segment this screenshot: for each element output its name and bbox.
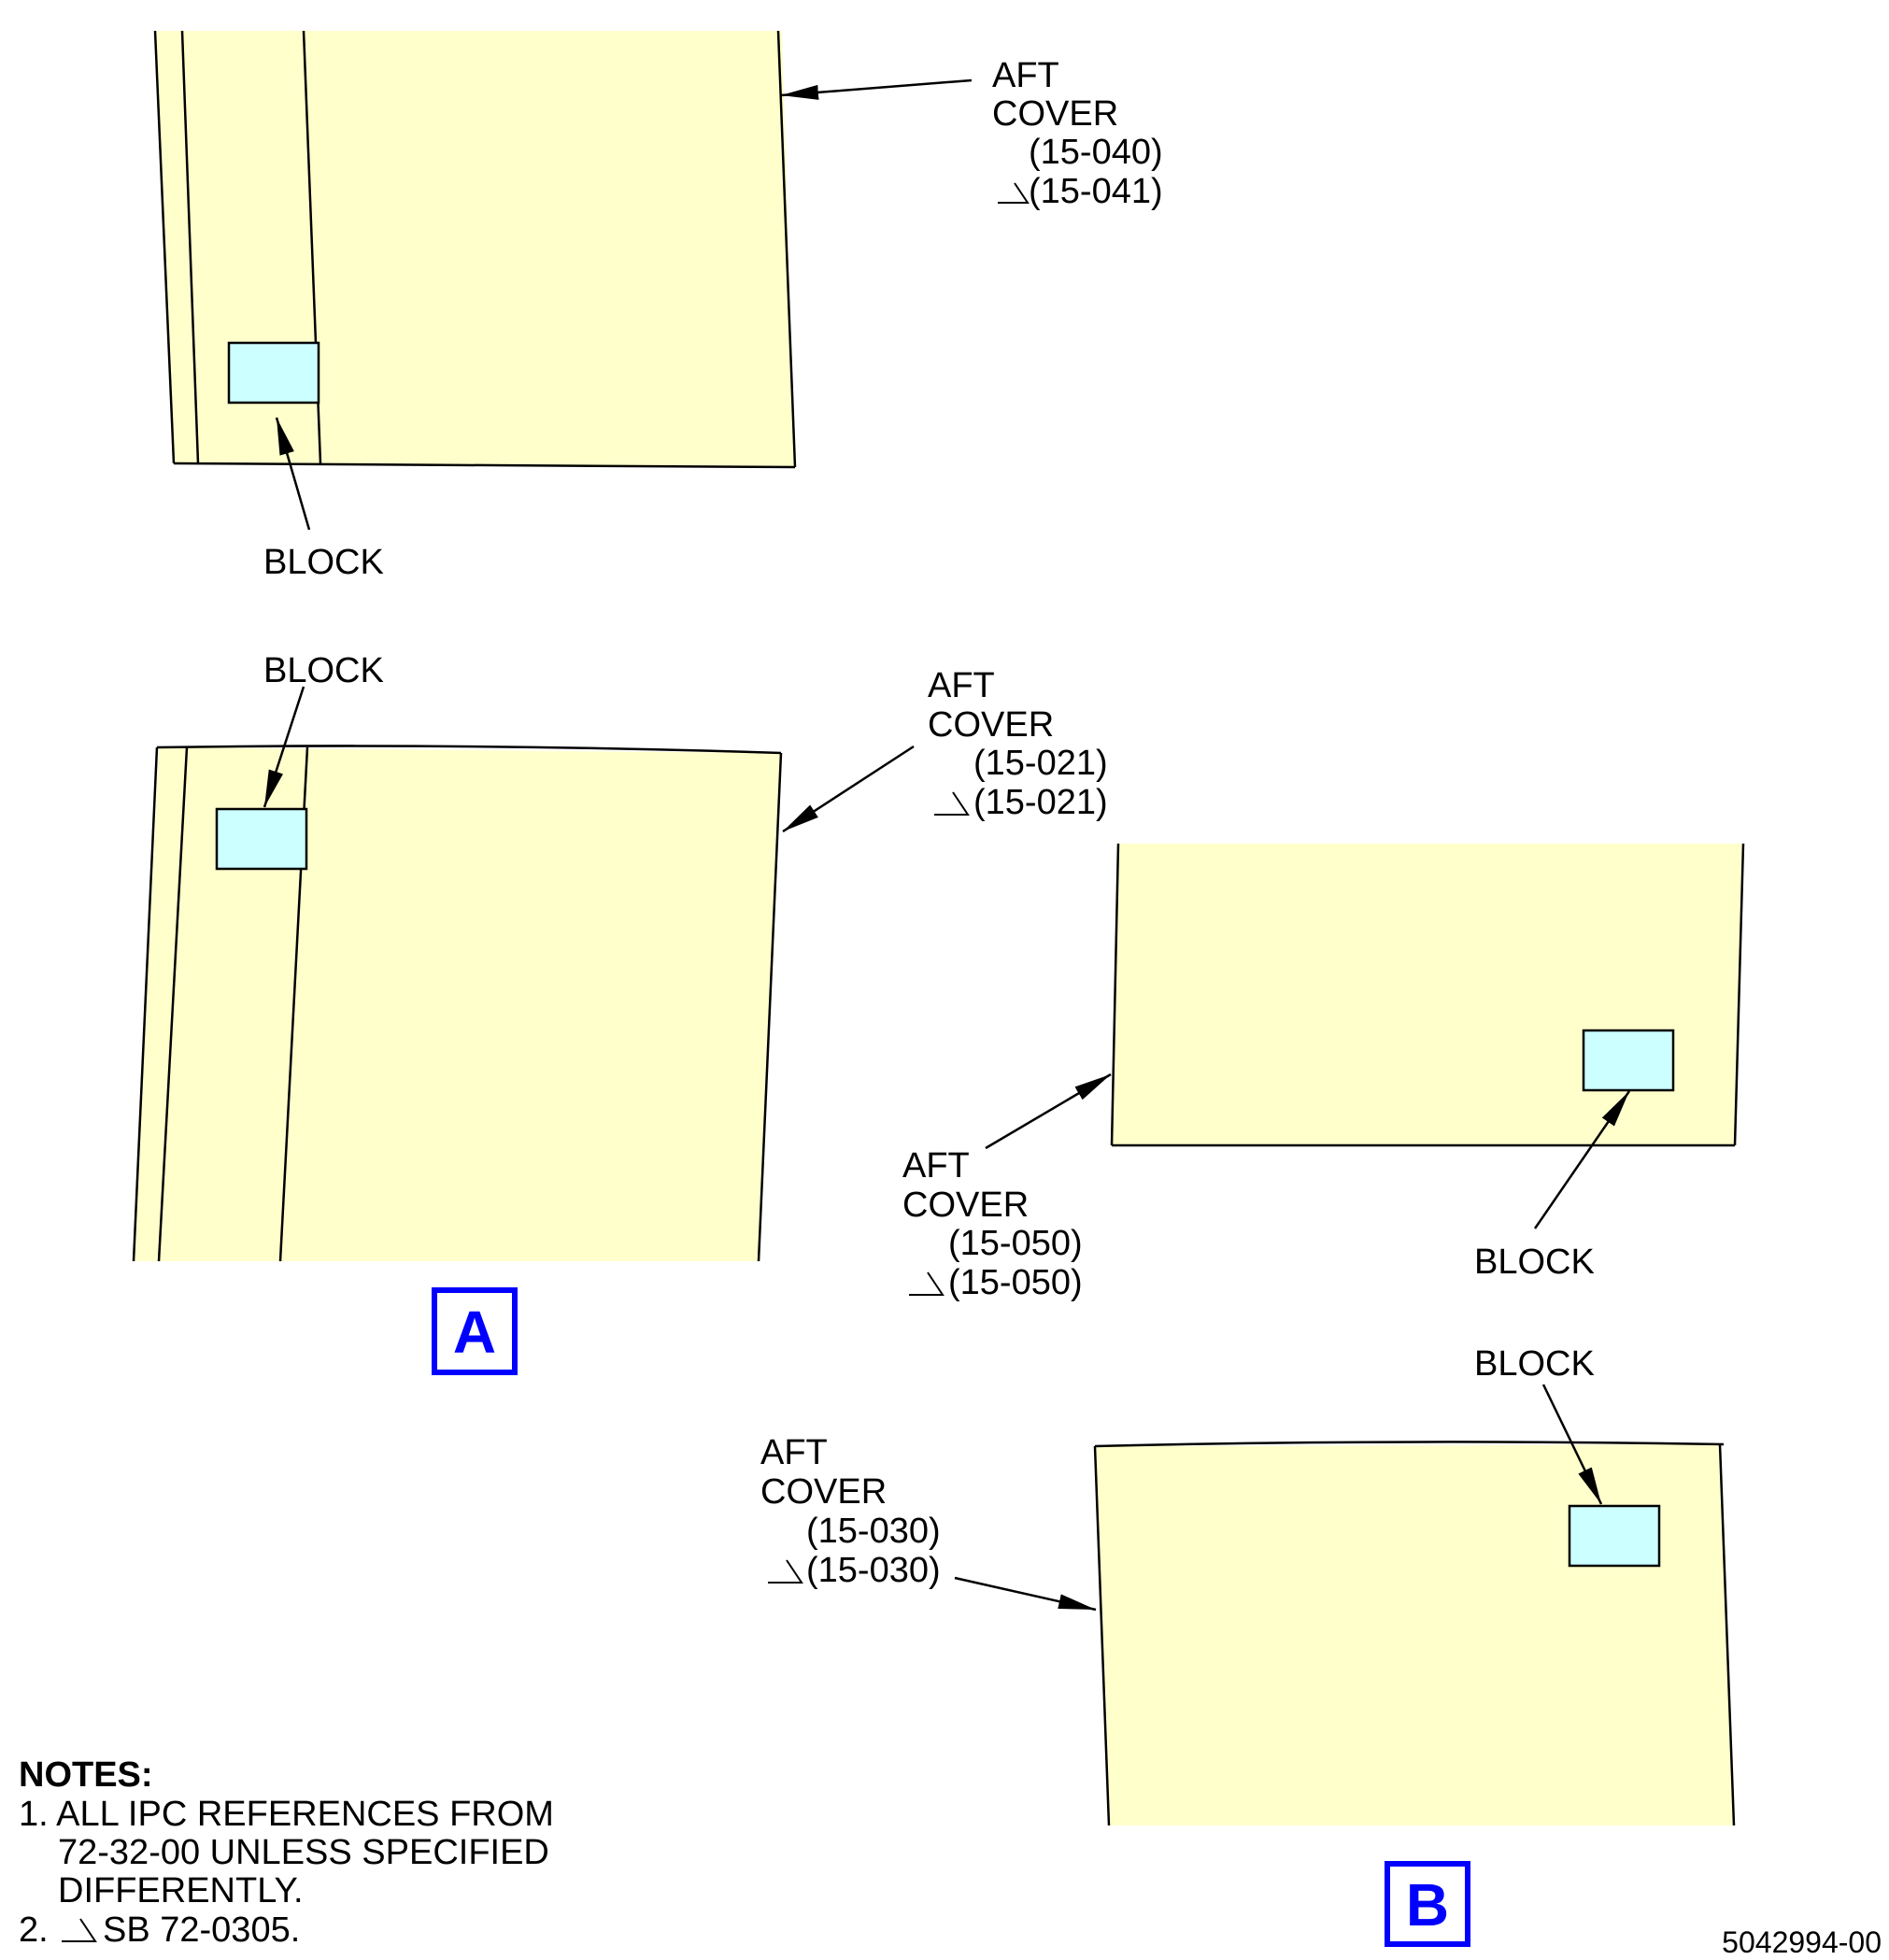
- view-b-block-leader: [1541, 1384, 1603, 1505]
- mid-right-block-label: BLOCK: [1474, 1243, 1595, 1282]
- top-cover-ref2: (15-041): [1029, 172, 1163, 211]
- view-b-aft-cover-panel: [1093, 1441, 1736, 1826]
- view-a-label-box: [432, 1287, 518, 1375]
- view-b-sb-triangle-icon: [768, 1559, 803, 1584]
- view-a-cover-leader: [782, 745, 915, 833]
- view-a-cover-ref2: (15-021): [973, 783, 1108, 822]
- view-b-cover-label-line2: COVER: [760, 1472, 887, 1512]
- view-b-cover-ref1: (15-030): [806, 1512, 941, 1551]
- top-cover-leader: [780, 78, 973, 100]
- top-block: [227, 341, 320, 405]
- mid-right-block: [1582, 1029, 1675, 1092]
- mid-right-cover-label-line2: COVER: [902, 1186, 1029, 1225]
- view-b-block: [1568, 1504, 1661, 1568]
- view-b-label: B: [1406, 1871, 1449, 1939]
- note-2-number: 2.: [19, 1910, 49, 1950]
- view-a-cover-label-line1: AFT: [928, 666, 995, 705]
- top-sb-triangle-icon: [998, 182, 1030, 204]
- view-a-block-leader: [263, 686, 305, 808]
- view-b-cover-ref2: (15-030): [806, 1551, 941, 1590]
- mid-right-aft-cover-panel: [1110, 843, 1745, 1147]
- notes-title: NOTES:: [19, 1755, 153, 1795]
- view-b-block-label: BLOCK: [1474, 1344, 1595, 1384]
- top-cover-label-line1: AFT: [992, 56, 1059, 95]
- note-2-sb-triangle-icon: [62, 1918, 97, 1942]
- mid-right-sb-triangle-icon: [909, 1271, 944, 1296]
- mid-right-cover-label-line1: AFT: [902, 1146, 970, 1186]
- view-a-aft-cover-panel: [132, 745, 783, 1262]
- note-1-line2: 72-32-00 UNLESS SPECIFIED: [58, 1833, 549, 1872]
- view-a-label: A: [453, 1299, 496, 1366]
- mid-right-cover-ref1: (15-050): [948, 1224, 1083, 1263]
- note-1-line3: DIFFERENTLY.: [58, 1871, 304, 1910]
- view-a-sb-triangle-icon: [934, 791, 970, 816]
- view-b-cover-leader: [954, 1576, 1097, 1612]
- view-b-label-box: [1385, 1861, 1470, 1947]
- view-a-block: [215, 807, 308, 871]
- top-cover-label-line2: COVER: [992, 94, 1118, 134]
- figure-number: 5042994-00: [1722, 1925, 1882, 1959]
- mid-right-cover-ref2: (15-050): [948, 1263, 1083, 1302]
- view-b-cover-label-line1: AFT: [760, 1433, 828, 1472]
- view-a-cover-label-line2: COVER: [928, 705, 1054, 745]
- top-block-leader: [275, 417, 311, 531]
- top-block-label: BLOCK: [263, 543, 384, 582]
- top-cover-ref1: (15-040): [1029, 133, 1163, 172]
- mid-right-block-leader: [1533, 1090, 1631, 1229]
- note-1-line1: 1. ALL IPC REFERENCES FROM: [19, 1795, 554, 1834]
- note-2-text: SB 72-0305.: [103, 1910, 300, 1950]
- view-a-block-label: BLOCK: [263, 651, 384, 690]
- view-a-cover-ref1: (15-021): [973, 744, 1108, 783]
- mid-right-cover-leader: [985, 1072, 1112, 1150]
